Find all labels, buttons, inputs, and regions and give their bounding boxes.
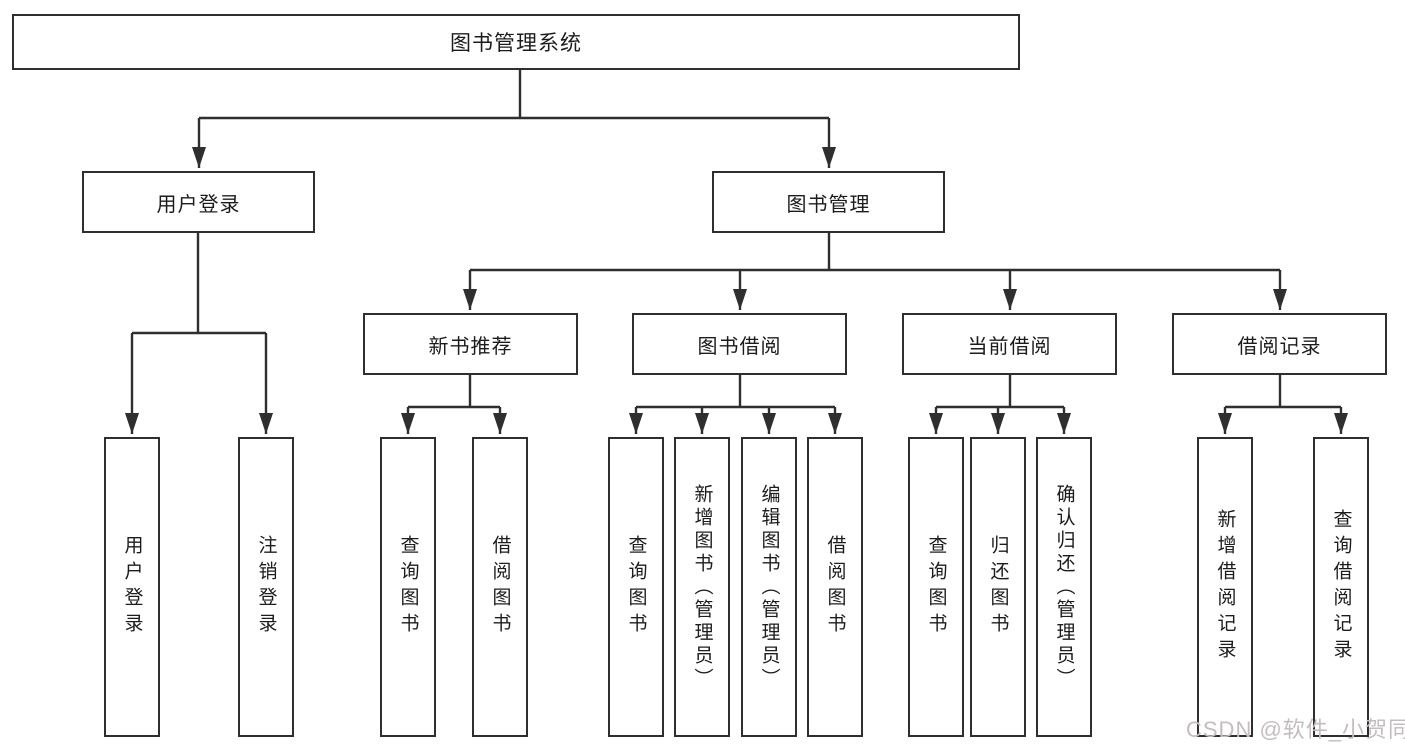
node-current-borrow-label: 当前借阅 [967, 335, 1052, 358]
leaf-borrow-book-1: 借阅图书 [472, 437, 528, 737]
leaf-user-login: 用户登录 [104, 437, 160, 737]
leaf-query-book-1: 查询图书 [380, 437, 436, 737]
leaf-add-record: 新增借阅记录 [1197, 437, 1253, 737]
csdn-watermark: CSDN @软件_小贺同学 [1186, 717, 1405, 742]
leaf-add-record-label: 新增借阅记录 [1214, 509, 1236, 665]
node-new-book-recommend: 新书推荐 [363, 313, 578, 375]
leaf-confirm-return: 确认归还（管理员） [1036, 437, 1092, 737]
node-root-label: 图书管理系统 [450, 32, 582, 55]
leaf-query-book-3-label: 查询图书 [925, 535, 947, 639]
node-user-login-label: 用户登录 [156, 193, 241, 216]
leaf-query-record: 查询借阅记录 [1313, 437, 1369, 737]
leaf-add-book-label: 新增图书（管理员） [691, 483, 713, 691]
leaf-query-book-3: 查询图书 [908, 437, 964, 737]
leaf-logout: 注销登录 [238, 437, 294, 737]
leaf-query-record-label: 查询借阅记录 [1330, 509, 1352, 665]
node-root: 图书管理系统 [12, 14, 1020, 70]
leaf-query-book-2: 查询图书 [608, 437, 664, 737]
node-borrow-records: 借阅记录 [1172, 313, 1387, 375]
node-book-management: 图书管理 [712, 171, 945, 233]
leaf-logout-label: 注销登录 [255, 535, 277, 639]
leaf-borrow-book-1-label: 借阅图书 [489, 535, 511, 639]
node-book-borrow-label: 图书借阅 [697, 335, 782, 358]
leaf-edit-book: 编辑图书（管理员） [741, 437, 797, 737]
node-new-book-recommend-label: 新书推荐 [428, 335, 513, 358]
leaf-add-book: 新增图书（管理员） [674, 437, 730, 737]
leaf-query-book-2-label: 查询图书 [625, 535, 647, 639]
leaf-return-book: 归还图书 [970, 437, 1026, 737]
leaf-edit-book-label: 编辑图书（管理员） [758, 483, 780, 691]
node-book-management-label: 图书管理 [786, 193, 871, 216]
node-book-borrow: 图书借阅 [632, 313, 847, 375]
leaf-return-book-label: 归还图书 [987, 535, 1009, 639]
node-borrow-records-label: 借阅记录 [1237, 335, 1322, 358]
leaf-query-book-1-label: 查询图书 [397, 535, 419, 639]
leaf-confirm-return-label: 确认归还（管理员） [1053, 483, 1075, 691]
node-current-borrow: 当前借阅 [902, 313, 1117, 375]
leaf-user-login-label: 用户登录 [121, 535, 143, 639]
node-user-login: 用户登录 [82, 171, 315, 233]
leaf-borrow-book-2: 借阅图书 [807, 437, 863, 737]
leaf-borrow-book-2-label: 借阅图书 [824, 535, 846, 639]
